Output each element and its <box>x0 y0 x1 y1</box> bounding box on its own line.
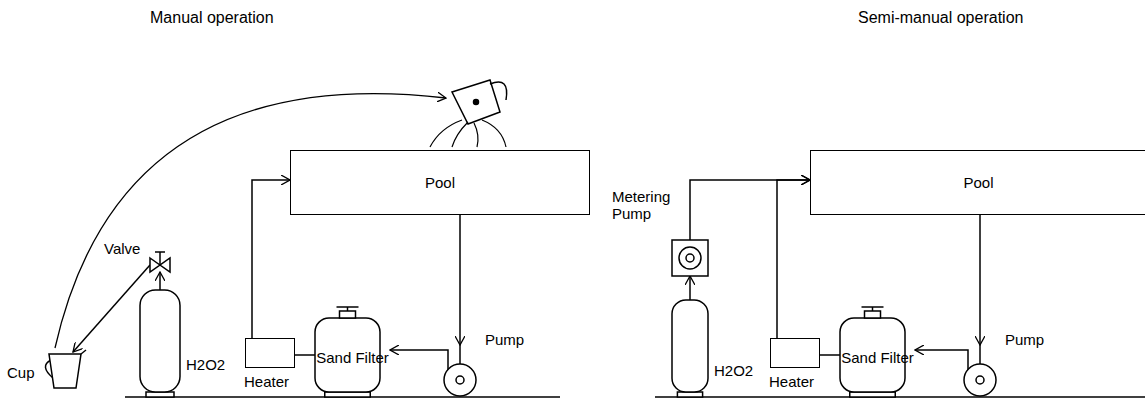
node-label: H2O2 <box>714 362 753 379</box>
heater-box: Heater <box>770 338 820 368</box>
pipe-connector <box>915 349 960 351</box>
metering-pump: Metering Pump <box>672 240 708 276</box>
pool-box: Pool <box>810 150 1145 215</box>
pitcher-symbol <box>452 80 507 124</box>
node-label: Pool <box>963 174 993 191</box>
pipe-connector <box>690 180 810 240</box>
cup-symbol: Cup <box>45 352 85 388</box>
water-stream <box>430 120 506 147</box>
pipe-connector <box>459 215 461 345</box>
node-label: Heater <box>244 373 289 390</box>
pour-arc <box>55 94 446 348</box>
node-label: Pool <box>425 174 455 191</box>
panel-title: Manual operation <box>150 8 274 27</box>
pipe-connector <box>689 276 691 300</box>
panel-title: Semi-manual operation <box>858 8 1023 27</box>
node-shape <box>672 300 708 397</box>
node-label: Cup <box>7 364 35 381</box>
node-shape <box>150 258 170 272</box>
node-shape <box>140 290 180 397</box>
node-label: Metering Pump <box>612 188 674 223</box>
valve-symbol: Valve <box>150 258 170 272</box>
node-label: Pump <box>485 331 524 348</box>
pipe-connector <box>295 354 315 356</box>
pipe-connector <box>159 272 161 290</box>
node-shape <box>45 352 85 388</box>
pipe-connector <box>252 180 290 338</box>
pipe-connector <box>390 349 440 351</box>
node-shape <box>960 345 1000 397</box>
node-label: Sand Filter <box>841 349 914 366</box>
sand-filter-tank: Sand Filter <box>315 318 390 397</box>
node-label: H2O2 <box>186 356 225 373</box>
pipe-connector <box>777 180 810 338</box>
node-shape <box>440 345 480 397</box>
pipe-connector <box>73 265 150 352</box>
node-label: Sand Filter <box>316 349 389 366</box>
pool-box: Pool <box>290 150 590 215</box>
sand-filter-tank: Sand Filter <box>840 318 915 397</box>
node-shape <box>672 240 708 276</box>
pipe-connector <box>979 215 981 345</box>
node-label: Pump <box>1005 331 1044 348</box>
pump-symbol: Pump <box>440 345 480 397</box>
h2o2-tank: H2O2 <box>140 290 180 397</box>
ground-line <box>655 396 1145 398</box>
node-label: Valve <box>104 240 140 257</box>
pump-symbol: Pump <box>960 345 1000 397</box>
h2o2-tank: H2O2 <box>672 300 708 397</box>
node-label: Heater <box>769 373 814 390</box>
heater-box: Heater <box>245 338 295 368</box>
pipe-connector <box>820 354 840 356</box>
